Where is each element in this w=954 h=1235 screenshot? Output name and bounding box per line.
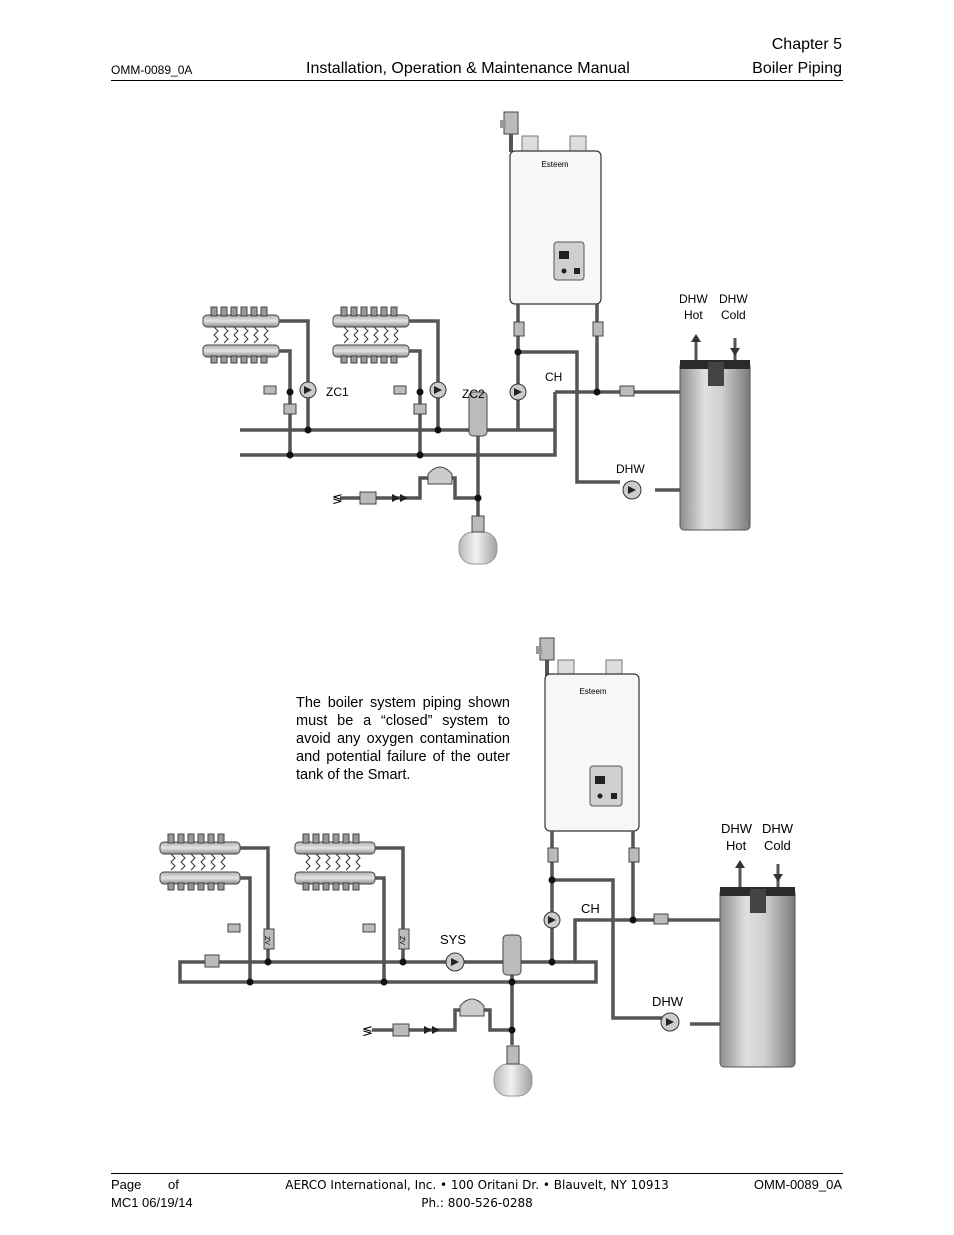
boiler-circulator-pump-icon [543,911,561,929]
valve-icons [263,321,635,505]
expansion-tank-icon [493,1045,533,1097]
header-rule [111,80,843,81]
water-supply-break-icon: ≶ [332,491,343,506]
page-label: Page [111,1177,142,1192]
pipe-junctions [286,348,601,502]
dhw-label: DHW [652,994,684,1009]
piping [240,304,680,520]
zc1-label: ZC1 [326,385,349,399]
radiant-manifold-icon [332,306,410,364]
radiant-manifold-icon [294,833,376,891]
dhw-label: DHW [616,462,645,476]
doc-number-header: OMM-0089_0A [111,63,193,77]
chapter-label: Chapter 5 [771,36,842,53]
dhw-hot-label-line1: DHW [679,292,708,306]
zone-valve-label: ZV [398,936,405,945]
section-title: Boiler Piping [752,60,842,77]
backflow-preventer-icon [392,494,408,502]
valve-icons [204,847,669,1037]
boiler-control-panel-icon [589,765,623,807]
boiler-brand-label: Esteem [541,160,568,169]
revision-label: MC1 06/19/14 [111,1195,193,1210]
ch-label: CH [545,370,562,384]
ch-label: CH [581,901,600,916]
piping [178,831,720,1045]
radiant-manifold-icon [159,833,241,891]
air-vent-icon [536,637,555,676]
dhw-hot-label-line2: Hot [726,838,747,853]
vent-pipe-icon [521,135,539,153]
dhw-circulator-pump-icon [660,1012,680,1032]
dhw-hot-label-line2: Hot [684,308,703,322]
circulator-pump-icon [429,381,447,399]
backflow-preventer-icon [424,1026,440,1034]
system-circulator-pump-icon [445,952,465,972]
dhw-cold-label-line2: Cold [721,308,746,322]
footer-rule [111,1173,843,1174]
air-separator-icon [468,391,488,437]
dhw-cold-label-line2: Cold [764,838,791,853]
pipe-junctions [246,876,637,1034]
company-phone: Ph.: 800-526-0288 [421,1196,533,1210]
dhw-cold-label-line1: DHW [719,292,748,306]
air-vent-icon [500,111,519,152]
expansion-tank-icon [458,515,498,565]
zone-valve-label: ZV [263,936,270,945]
boiler-unit: Esteem [509,150,602,305]
piping-diagram-zone-circulators: Esteem [202,111,751,565]
boiler-unit: Esteem [544,673,640,832]
dhw-hot-label-line1: DHW [721,821,753,836]
zc2-label: ZC2 [462,387,485,401]
boiler-control-panel-icon [553,241,585,281]
piping-diagram-system-circulator: Esteem [159,637,796,1097]
pressure-reducing-valve-icon [459,998,485,1017]
radiant-manifold-icon [202,306,280,364]
boiler-brand-label: Esteem [579,687,606,696]
air-separator-icon [502,934,522,976]
company-address: AERCO International, Inc. • 100 Oritani … [285,1178,669,1192]
manual-title: Installation, Operation & Maintenance Ma… [306,60,630,77]
sys-label: SYS [440,932,466,947]
dhw-storage-tank [719,860,796,1068]
intake-pipe-icon [569,135,587,153]
dhw-storage-tank [679,334,751,531]
dhw-circulator-pump-icon [622,480,642,500]
dhw-cold-label-line1: DHW [762,821,794,836]
water-supply-break-icon: ≶ [362,1023,373,1038]
of-label: of [168,1177,179,1192]
pressure-reducing-valve-icon [427,466,453,485]
circulator-pump-icon [299,381,317,399]
circulator-pump-icon [509,383,527,401]
closed-system-note: The boiler system piping shown must be a… [296,695,510,783]
doc-number-footer: OMM-0089_0A [753,1177,842,1192]
